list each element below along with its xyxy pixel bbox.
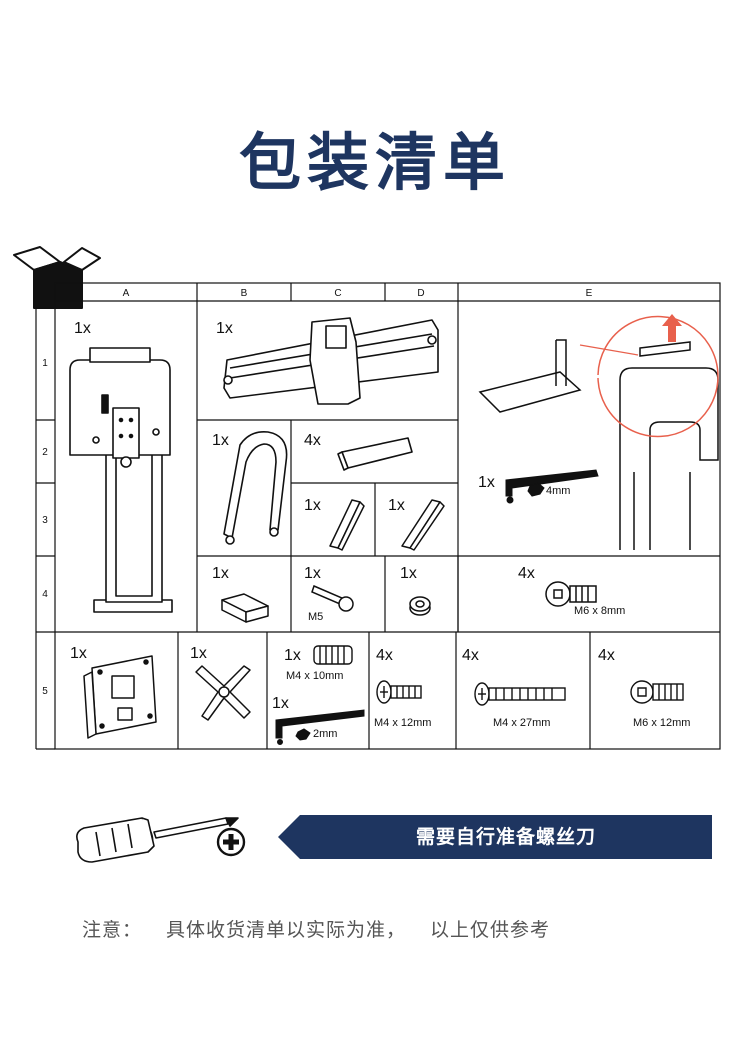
- box-icon: [13, 246, 101, 309]
- col-header-c: C: [334, 288, 341, 299]
- m4x12-screw-icon: [376, 680, 422, 704]
- qty-bracket-clamp: 1x: [212, 432, 229, 449]
- qty-m4x10-screw: 1x: [284, 647, 301, 664]
- row-header-4: 4: [42, 589, 48, 600]
- qty-m5-bolt: 1x: [304, 565, 321, 582]
- screwdriver-banner-text: 需要自行准备螺丝刀: [415, 826, 596, 848]
- page-title: 包装清单: [238, 126, 511, 199]
- qty-nut: 1x: [400, 565, 417, 582]
- qty-vesa-plate: 1x: [70, 645, 87, 662]
- assembly-detail-illustration: [478, 315, 719, 550]
- spec-m6x12-screw: M6 x 12mm: [633, 717, 690, 729]
- bracket-clamp-icon: [223, 430, 288, 545]
- qty-small-rail-d: 1x: [388, 497, 405, 514]
- m4x27-screw-icon: [474, 682, 566, 706]
- screwdriver-icon: [76, 817, 239, 863]
- qty-base-bar: 1x: [216, 320, 233, 337]
- hex-key-2mm-icon: [275, 709, 365, 745]
- red-arrow-icon: [662, 314, 682, 342]
- row-header-3: 3: [42, 515, 48, 526]
- col-header-a: A: [123, 288, 130, 299]
- spec-m5-bolt: M5: [308, 611, 323, 623]
- cable-clip-icon: [221, 593, 269, 623]
- small-rail-d-icon: [401, 499, 445, 551]
- screwdriver-banner: [278, 815, 712, 859]
- stand-column-icon: [69, 347, 173, 613]
- note-text-2: 以上仅供参考: [430, 919, 551, 941]
- phillips-head-icon: [216, 827, 246, 857]
- qty-small-rail-c: 1x: [304, 497, 321, 514]
- small-rail-c-icon: [329, 499, 365, 551]
- hex-key-4mm-icon: [505, 469, 599, 504]
- rail-icon: [337, 437, 413, 471]
- spec-m6x8-screw: M6 x 8mm: [574, 605, 625, 617]
- base-bar-icon: [223, 317, 439, 405]
- qty-cable-clip: 1x: [212, 565, 229, 582]
- spec-hex-key-2mm: 2mm: [313, 728, 337, 740]
- m6x8-screw-icon: [545, 581, 597, 607]
- spec-hex-key-4mm: 4mm: [546, 485, 570, 497]
- note-label: 注意：: [82, 919, 143, 941]
- col-header-d: D: [417, 288, 424, 299]
- nut-icon: [409, 596, 431, 616]
- parts-table-grid: [35, 282, 721, 750]
- m6x12-screw-icon: [630, 680, 684, 704]
- m5-bolt-icon: [311, 584, 354, 612]
- qty-hex-key-4mm: 1x: [478, 474, 495, 491]
- row-header-5: 5: [42, 686, 48, 697]
- col-header-b: B: [241, 288, 248, 299]
- m4x10-screw-icon: [313, 645, 353, 665]
- spec-m4x27-screw: M4 x 27mm: [493, 717, 550, 729]
- qty-m4x27-screw: 4x: [462, 647, 479, 664]
- spec-m4x12-screw: M4 x 12mm: [374, 717, 431, 729]
- qty-m4x12-screw: 4x: [376, 647, 393, 664]
- col-header-e: E: [586, 288, 593, 299]
- cross-bracket-icon: [195, 665, 251, 721]
- note-text-1: 具体收货清单以实际为准，: [166, 919, 407, 941]
- vesa-plate-icon: [83, 655, 157, 739]
- qty-cross-bracket: 1x: [190, 645, 207, 662]
- disclaimer-note: 注意： 具体收货清单以实际为准， 以上仅供参考: [82, 915, 574, 942]
- spec-m4x10-screw: M4 x 10mm: [286, 670, 343, 682]
- qty-m6x12-screw: 4x: [598, 647, 615, 664]
- qty-stand-column: 1x: [74, 320, 91, 337]
- row-header-2: 2: [42, 447, 48, 458]
- qty-m6x8-screw: 4x: [518, 565, 535, 582]
- qty-hex-key-2mm: 1x: [272, 695, 289, 712]
- row-header-1: 1: [42, 358, 48, 369]
- qty-rail: 4x: [304, 432, 321, 449]
